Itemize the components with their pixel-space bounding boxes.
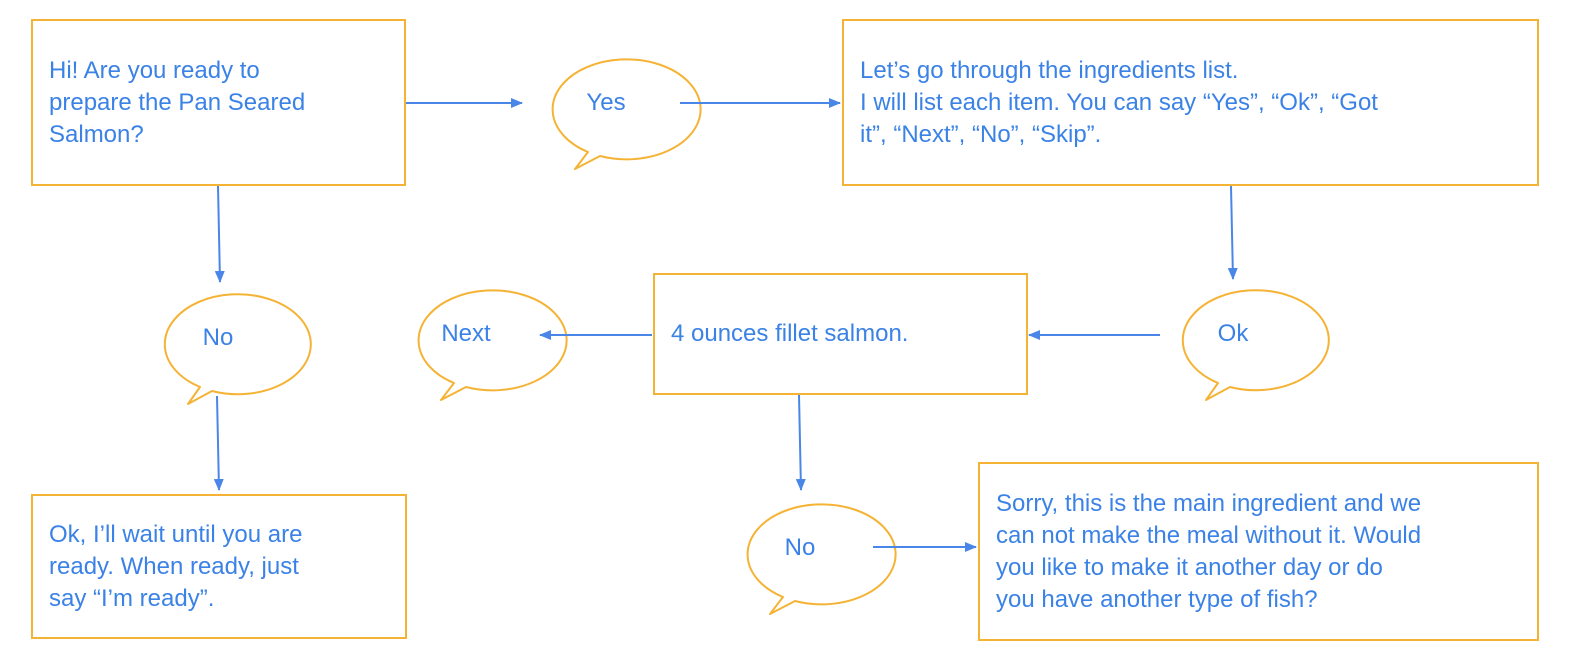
speech-bubble-no-1 — [163, 293, 312, 405]
ingredients-intro-text: Let’s go through the ingredients list. I… — [860, 56, 1378, 148]
greeting-text: Hi! Are you ready to prepare the Pan Sea… — [49, 56, 306, 148]
greeting-box: Hi! Are you ready to prepare the Pan Sea… — [31, 19, 406, 186]
arrow-ingredient-to-no — [795, 394, 806, 491]
ingredient-item-box: 4 ounces fillet salmon. — [653, 273, 1028, 395]
next-reply-label: Next — [441, 320, 491, 347]
speech-bubble-no-2 — [746, 503, 897, 615]
ok-reply-label: Ok — [1217, 320, 1249, 347]
sorry-message-box: Sorry, this is the main ingredient and w… — [978, 462, 1539, 641]
sorry-message-text: Sorry, this is the main ingredient and w… — [996, 489, 1422, 613]
arrow-greeting-to-no — [214, 185, 225, 283]
speech-bubble-yes — [551, 58, 702, 170]
ingredient-item-text: 4 ounces fillet salmon. — [671, 320, 909, 347]
yes-reply-label: Yes — [586, 89, 626, 116]
speech-bubble-ok — [1181, 289, 1330, 401]
wait-message-text: Ok, I’ll wait until you are ready. When … — [49, 520, 303, 612]
arrow-ingredients-to-ok — [1227, 185, 1238, 280]
wait-message-box: Ok, I’ll wait until you are ready. When … — [31, 494, 407, 639]
arrow-no-to-wait — [213, 395, 224, 491]
no-reply-label-1: No — [202, 324, 234, 351]
no-reply-label-2: No — [784, 534, 816, 561]
ingredients-intro-box: Let’s go through the ingredients list. I… — [842, 19, 1539, 186]
speech-bubble-next — [417, 289, 568, 401]
